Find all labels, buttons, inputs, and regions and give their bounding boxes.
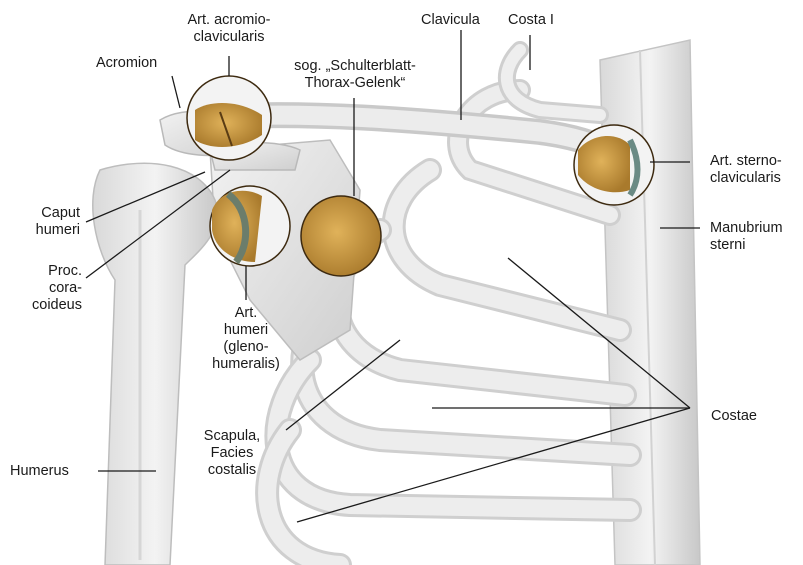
label-art-humeri: Art. humeri (gleno- humeralis)	[196, 305, 296, 373]
label-scapula-facies-costalis: Scapula, Facies costalis	[186, 428, 278, 479]
art-humeri-circle	[210, 186, 290, 266]
schulterblatt-thorax-circle	[301, 196, 381, 276]
label-costae: Costae	[711, 408, 757, 425]
label-art-sternoclavicularis: Art. sterno- clavicularis	[710, 153, 782, 187]
label-schulterblatt-thorax: sog. „Schulterblatt- Thorax-Gelenk“	[280, 58, 430, 92]
label-acromion: Acromion	[96, 55, 157, 72]
label-clavicula: Clavicula	[421, 12, 480, 29]
label-humerus: Humerus	[10, 463, 69, 480]
label-caput-humeri: Caput humeri	[10, 205, 80, 239]
label-costa-i: Costa I	[508, 12, 554, 29]
label-art-acromioclavicularis: Art. acromio- clavicularis	[177, 12, 281, 46]
art-acromioclavicularis-circle	[187, 76, 271, 160]
art-sternoclavicularis-circle	[574, 125, 654, 205]
manubrium-sterni-bone	[600, 40, 700, 565]
label-manubrium-sterni: Manubrium sterni	[710, 220, 783, 254]
label-proc-coracoideus: Proc. cora- coideus	[10, 263, 82, 314]
leader-acromion	[172, 76, 180, 108]
